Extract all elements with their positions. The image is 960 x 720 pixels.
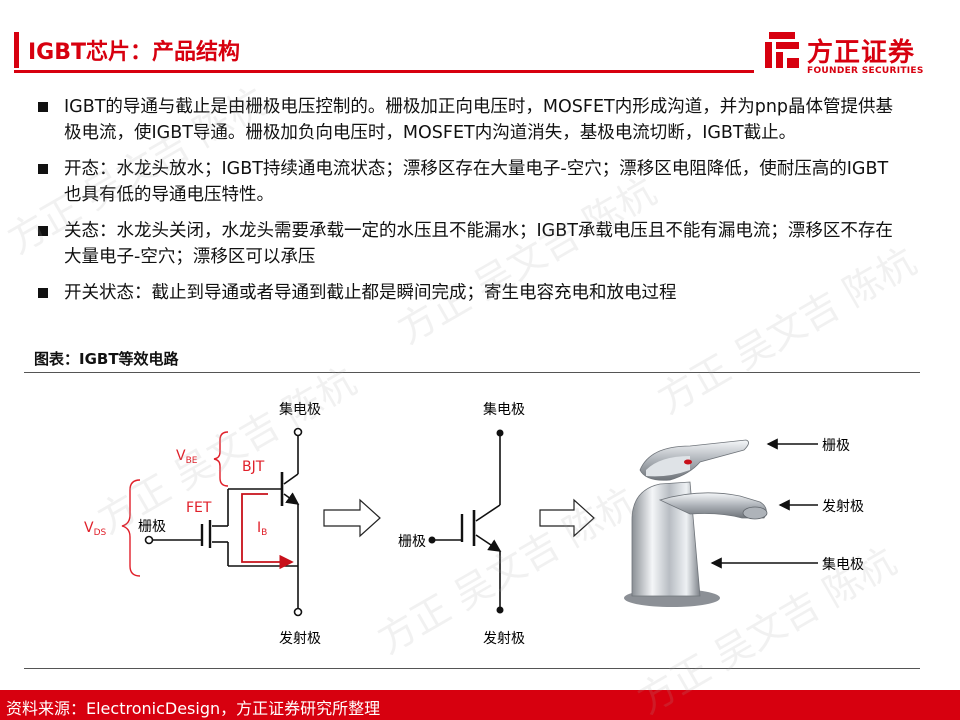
bullet-square-icon [38,288,48,298]
igbt-gate-dot [428,536,436,544]
faucet-gate-label: 栅极 [822,438,850,454]
faucet-illustration: 栅极 发射极 集电极 [624,438,864,607]
circuit1-collector-label: 集电极 [279,401,321,418]
fet-label: FET [186,500,212,516]
company-logo: 方正证券 FOUNDER SECURITIES [765,30,945,80]
page-title: IGBT芯片：产品结构 [28,40,241,65]
bullet-list: IGBT的导通与截止是由栅极电压控制的。栅极加正向电压时，MOSFET内形成沟道… [34,94,904,316]
bullet-item: 开态：水龙头放水；IGBT持续通电流状态；漂移区存在大量电子-空穴；漂移区电阻降… [34,156,904,208]
bullet-text: 开态：水龙头放水；IGBT持续通电流状态；漂移区存在大量电子-空穴；漂移区电阻降… [64,159,889,205]
ib-label: IB [257,520,267,538]
circuit1-gate-label: 栅极 [138,519,166,535]
bullet-square-icon [38,226,48,236]
bullet-square-icon [38,102,48,112]
title-accent-bar [14,32,19,68]
bjt-fet-circuit: 集电极 发射极 栅极 VBE BJT FET VDS IB [84,401,321,647]
equivalence-arrow-2 [539,498,595,538]
circuit2-emitter-label: 发射极 [483,631,525,647]
logo-text-en: FOUNDER SECURITIES [807,66,924,76]
bullet-item: 关态：水龙头关闭，水龙头需要承载一定的水压且不能漏水；IGBT承载电压且不能有漏… [34,218,904,270]
base-current-path [241,493,294,570]
circuit2-collector-label: 集电极 [483,401,525,418]
bullet-square-icon [38,164,48,174]
source-note: 资料来源：ElectronicDesign，方正证券研究所整理 [6,699,381,718]
igbt-equivalent-circuit-figure: 集电极 发射极 栅极 VBE BJT FET VDS IB 集电极 [84,401,864,647]
equivalence-arrow-1 [323,498,381,538]
faucet-emitter-label: 发射极 [822,499,864,515]
faucet-spout [658,492,767,519]
faucet-hot-marker [684,459,692,465]
bullet-text: IGBT的导通与截止是由栅极电压控制的。栅极加正向电压时，MOSFET内形成沟道… [64,97,894,143]
circuit2-gate-label: 栅极 [398,534,426,550]
emitter-terminal [293,607,303,617]
igbt-symbol: 集电极 发射极 栅极 [398,401,525,647]
vbe-label: VBE [176,448,198,466]
vds-label: VDS [84,520,107,538]
bullet-item: IGBT的导通与截止是由栅极电压控制的。栅极加正向电压时，MOSFET内形成沟道… [34,94,904,146]
collector-terminal [293,427,303,437]
vds-brace [121,479,141,577]
founder-logo-icon [765,32,799,68]
bullet-text: 开关状态：截止到导通或者导通到截止都是瞬间完成；寄生电容充电和放电过程 [64,283,677,303]
circuit1-emitter-label: 发射极 [279,631,321,647]
logo-text-cn: 方正证券 [807,38,916,68]
bjt-label: BJT [242,459,265,475]
title-underline [14,70,754,73]
igbt-emitter-dot [496,606,504,614]
bullet-item: 开关状态：截止到导通或者导通到截止都是瞬间完成；寄生电容充电和放电过程 [34,280,904,306]
gate-terminal [144,535,154,545]
faucet-collector-label: 集电极 [822,556,864,573]
vbe-brace [213,431,229,487]
footer-bar [0,690,960,720]
bullet-text: 关态：水龙头关闭，水龙头需要承载一定的水压且不能漏水；IGBT承载电压且不能有漏… [64,221,893,267]
figure-bottom-rule [24,668,920,669]
figure-caption: 图表：IGBT等效电路 [34,350,179,368]
figure-top-rule [24,372,920,373]
